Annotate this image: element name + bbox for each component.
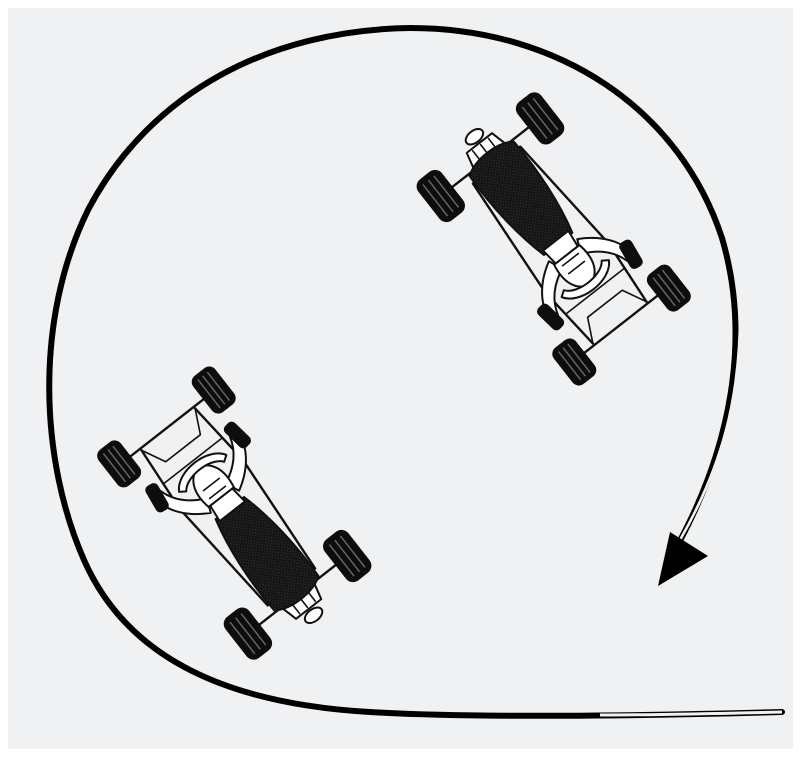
figure-background xyxy=(8,8,793,749)
